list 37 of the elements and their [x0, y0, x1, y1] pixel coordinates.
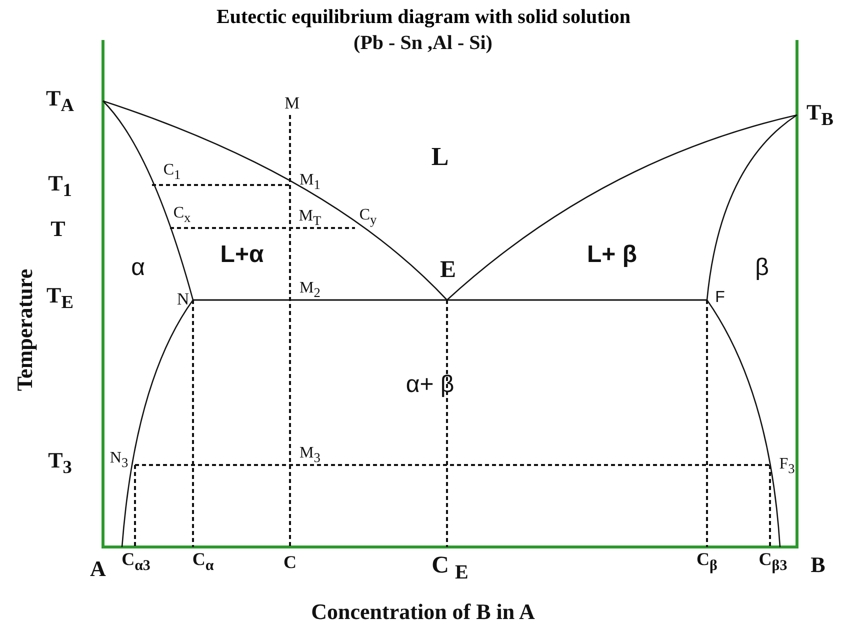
point-label: M$_{3}$	[300, 446, 320, 464]
axis-label: B	[810, 554, 826, 576]
axis-title: Concentration of B in A	[311, 601, 535, 623]
point-label: C$_{1}$	[163, 162, 181, 182]
temperature-label: T$_{A}$	[46, 88, 74, 114]
temperature-label: T$_{3}$	[48, 450, 72, 476]
axis-title: Temperature	[14, 268, 36, 392]
axis-label: C$_{α}$	[192, 550, 214, 574]
point-label: N	[176, 290, 190, 308]
point-label: M	[284, 94, 300, 112]
temperature-label: T$_{1}$	[48, 172, 72, 200]
phase-label: α	[131, 256, 145, 280]
phase-label: L+α	[220, 243, 264, 267]
point-label: C$_{y}$	[359, 208, 377, 226]
temperature-label: T$_{E}$	[46, 284, 74, 312]
temperature-label: T	[50, 218, 66, 240]
phase-label: L	[431, 144, 449, 170]
point-label: M$_{2}$	[300, 280, 320, 300]
point-label: M$_{1}$	[300, 172, 320, 192]
point-label: F	[715, 290, 725, 306]
subtitle: (Pb - Sn ,Al - Si)	[354, 33, 492, 53]
axis-label: A	[90, 558, 106, 580]
point-label: C$_{x}$	[173, 206, 191, 224]
phase-label: β	[755, 256, 769, 280]
point-label: M$_{T}$	[298, 208, 322, 228]
axis-label: C$_{β3}$	[758, 550, 788, 574]
axis-label: C$_{β}$	[696, 550, 718, 574]
point-label: N$_{3}$	[110, 450, 128, 470]
phase-label: α+ β	[406, 373, 454, 397]
axis-label: C	[284, 553, 296, 571]
temperature-label: T$_{B}$	[806, 102, 834, 128]
title: Eutectic equilibrium diagram with solid solution	[216, 6, 632, 29]
axis-label: C$_{α3}$	[122, 550, 150, 574]
axis-label: C $_{E}$	[432, 554, 468, 582]
point-label: F$_{3}$	[779, 456, 795, 476]
phase-label: L+ β	[587, 243, 637, 267]
point-label: E	[440, 258, 456, 282]
